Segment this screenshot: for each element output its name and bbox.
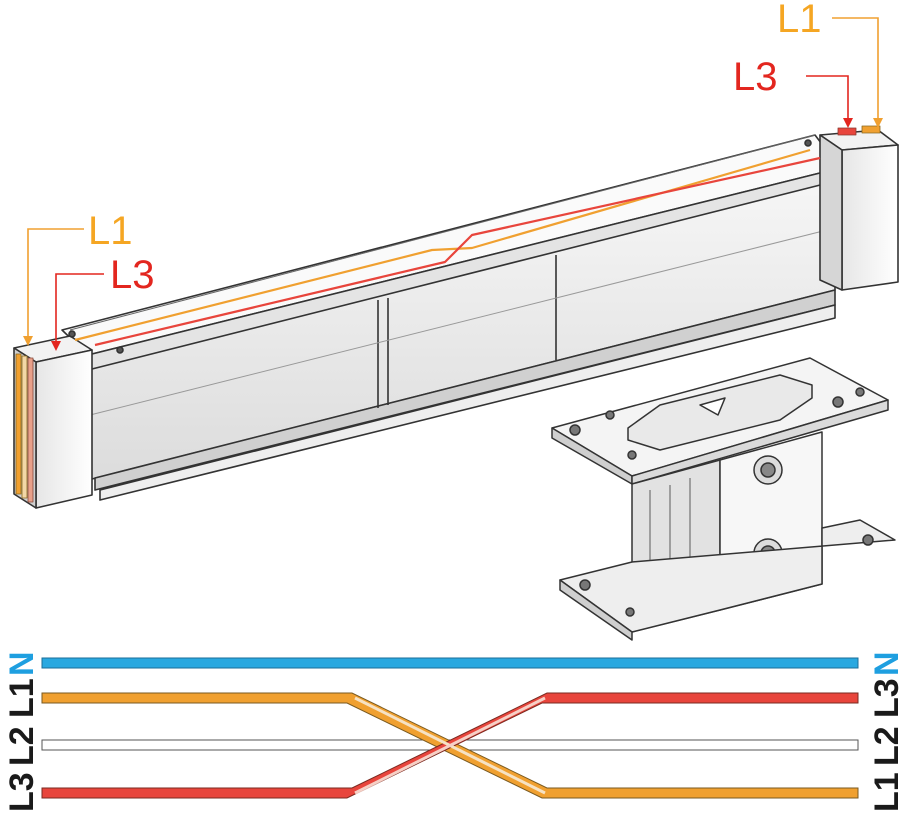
conductor-N xyxy=(41,657,859,669)
legend-left-labels: N L1 L2 L3 xyxy=(3,651,41,812)
right-bar-L3 xyxy=(837,127,857,136)
top-line-L1 xyxy=(74,148,811,342)
support-bracket-icon xyxy=(551,357,896,641)
top-line-L3 xyxy=(94,156,821,347)
top-line-edge xyxy=(69,134,816,331)
legend-left-L3: L3 xyxy=(3,772,41,812)
bracket-bottom-plate xyxy=(559,519,896,633)
callout-leader xyxy=(55,273,104,345)
bracket-boss xyxy=(627,374,813,451)
bracket-top-plate-front xyxy=(631,399,889,485)
callout-left-L3: L3 xyxy=(51,253,155,351)
callout-label-L1: L1 xyxy=(88,209,133,253)
left-end-cap-front xyxy=(35,349,93,509)
bracket-hole xyxy=(627,450,637,460)
callout-label-L3: L3 xyxy=(733,55,778,99)
callout-leader xyxy=(832,17,879,122)
right-end-cap-side xyxy=(819,134,843,291)
callout-label-L3: L3 xyxy=(110,253,155,297)
legend-left-L2: L2 xyxy=(3,726,41,766)
bracket-bolt xyxy=(760,462,776,478)
right-bar-L1 xyxy=(861,125,881,134)
rivet xyxy=(116,346,124,354)
legend-right-labels: N L3 L2 L1 xyxy=(868,651,900,812)
busbar-trunking-element-icon xyxy=(13,125,899,509)
callout-left-L1: L1 xyxy=(23,209,133,346)
callout-leader xyxy=(27,228,84,340)
legend-left-N: N xyxy=(3,651,41,676)
arrow-icon xyxy=(699,397,726,416)
legend-right-N: N xyxy=(868,651,900,676)
callout-top-right-L3: L3 xyxy=(733,55,853,128)
bracket-hole xyxy=(579,579,591,591)
left-bar-L1 xyxy=(15,353,22,495)
legend-right-L3: L3 xyxy=(868,678,900,718)
left-bar-L3 xyxy=(27,357,34,503)
legend-left-L1: L1 xyxy=(3,678,41,718)
bracket-hole xyxy=(605,410,615,420)
callout-arrow xyxy=(23,336,33,346)
callout-top-right-L1: L1 xyxy=(777,0,883,128)
bracket-hole xyxy=(625,607,635,617)
callout-arrow xyxy=(873,118,883,128)
callout-leader xyxy=(806,75,849,122)
legend-right-L2: L2 xyxy=(868,726,900,766)
bracket-hole xyxy=(862,534,874,546)
right-end-cap-front xyxy=(841,144,899,291)
panel-edge xyxy=(89,227,836,416)
callout-arrow xyxy=(843,118,853,128)
rivet xyxy=(68,330,76,338)
phase-schematic xyxy=(41,657,859,799)
rivet xyxy=(804,139,812,147)
callout-arrow xyxy=(51,341,61,351)
busbar-bottom-flange xyxy=(99,304,836,501)
left-bar-L2 xyxy=(21,355,28,499)
bracket-hole xyxy=(832,396,844,408)
bracket-bottom-flange xyxy=(559,579,633,641)
bracket-hole xyxy=(569,424,581,436)
callout-label-L1: L1 xyxy=(777,0,822,41)
legend-right-L1: L1 xyxy=(868,772,900,812)
crossing-highlight xyxy=(354,696,546,795)
bracket-hole xyxy=(855,387,865,397)
